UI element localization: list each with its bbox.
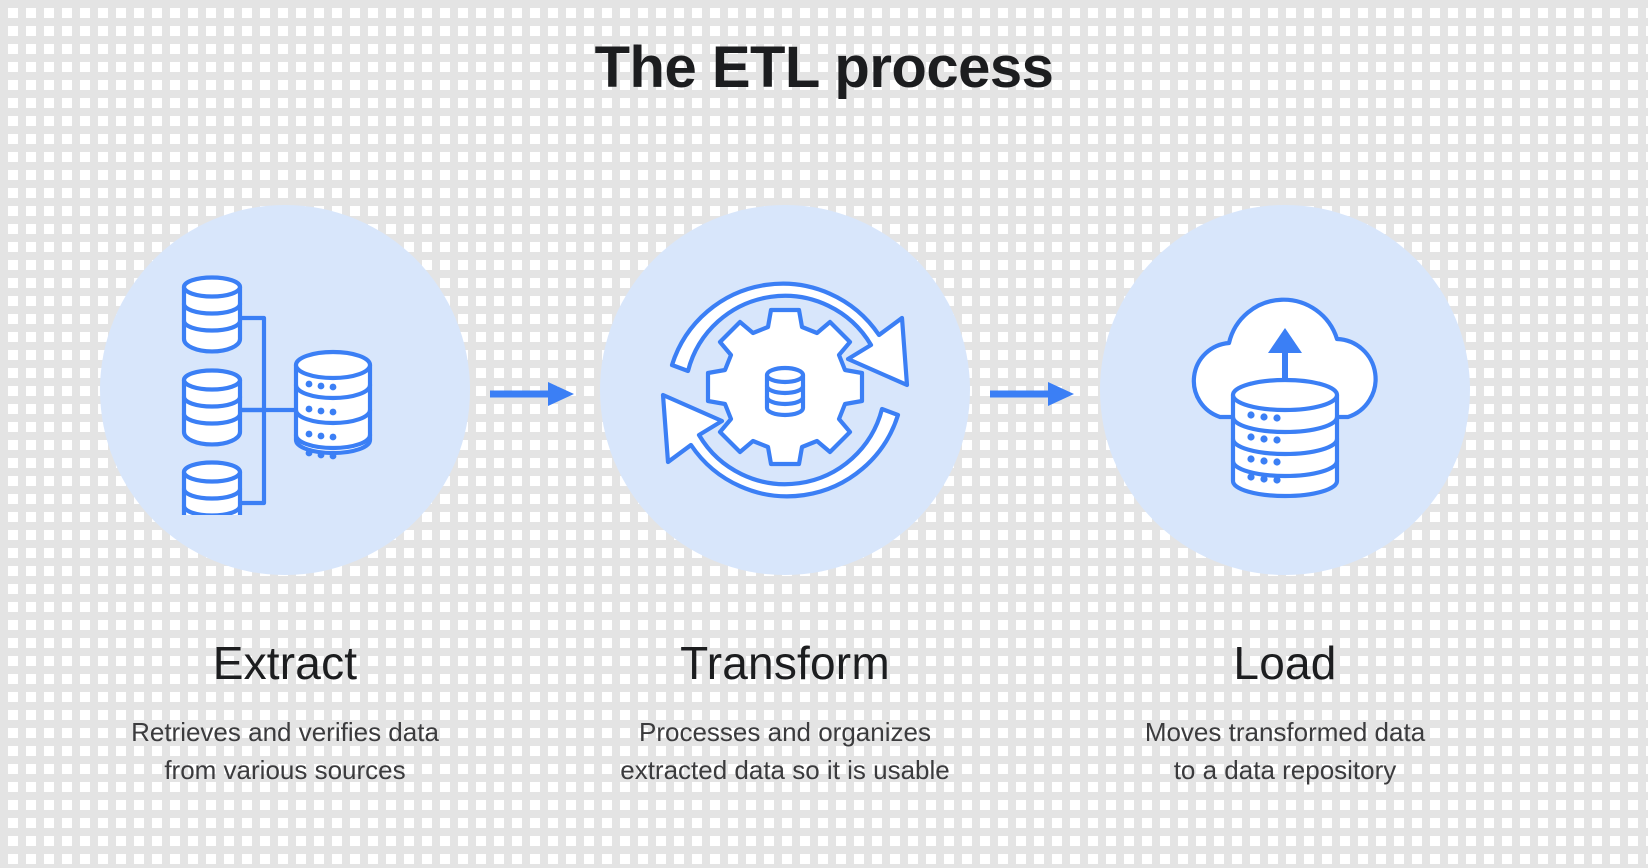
stage-extract: Extract Retrieves and verifies data from… [55,205,515,789]
page-title: The ETL process [594,35,1054,100]
stage-title-transform: Transform [680,637,890,689]
stage-description-transform: Processes and organizes extracted data s… [620,717,950,785]
databases-extract-icon [160,265,410,515]
stage-description-load: Moves transformed data to a data reposit… [1144,717,1426,785]
cloud-upload-load-icon [1150,265,1420,515]
arrow-right-icon [990,378,1080,410]
stage-title-extract: Extract [212,637,358,689]
gear-refresh-transform-icon [650,255,920,525]
stage-load: Load Moves transformed data to a data re… [1055,205,1515,789]
transform-icon-circle [600,205,970,575]
load-icon-circle [1100,205,1470,575]
arrow-right-icon [490,378,580,410]
extract-icon-circle [100,205,470,575]
stage-transform: Transform Processes and organizes extrac… [555,205,1015,789]
stage-title-load: Load [1233,637,1337,689]
stage-description-extract: Retrieves and verifies data from various… [131,717,439,785]
